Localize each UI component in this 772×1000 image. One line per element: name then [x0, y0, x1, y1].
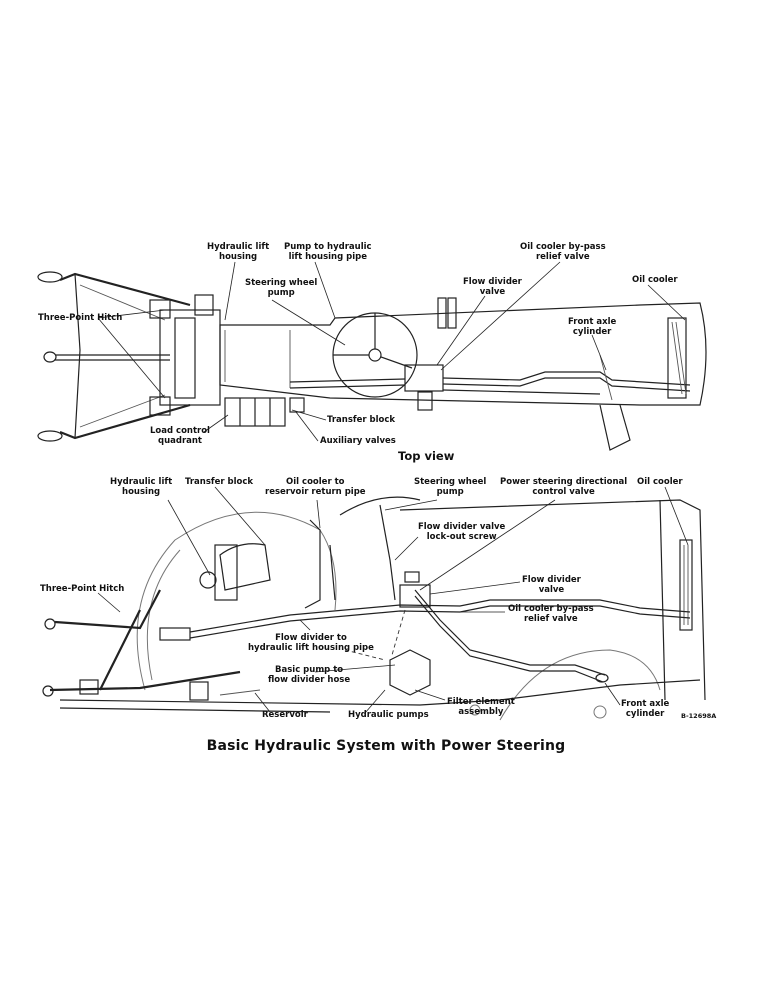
label-top-transfer-block: Transfer block: [327, 415, 396, 425]
label-side-hydraulic-pumps: Hydraulic pumps: [348, 710, 429, 720]
side-view-drawing: [42, 486, 706, 721]
diagram-title: Basic Hydraulic System with Power Steeri…: [206, 738, 566, 754]
label-side-transfer-block: Transfer block: [185, 477, 254, 487]
label-side-three-point-hitch: Three-Point Hitch: [40, 584, 125, 594]
label-top-three-point-hitch: Three-Point Hitch: [38, 313, 123, 323]
figure-code: B-12698A: [681, 712, 717, 720]
label-side-reservoir: Reservoir: [262, 710, 308, 720]
label-top-auxiliary-valves: Auxiliary valves: [320, 436, 396, 446]
top-view-caption: Top view: [398, 449, 455, 463]
label-side-oil-cooler: Oil cooler: [637, 477, 683, 487]
top-view-drawing: [37, 261, 707, 451]
label-top-oil-cooler: Oil cooler: [632, 275, 678, 285]
